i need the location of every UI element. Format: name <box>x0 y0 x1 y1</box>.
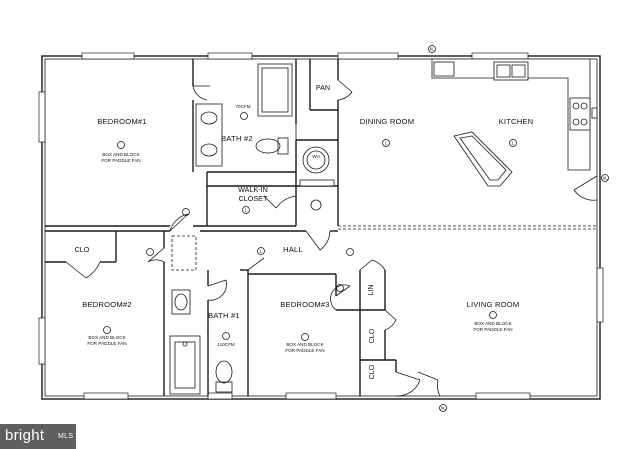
doors <box>65 79 598 397</box>
bath2-cfm-note: 70CFM <box>235 104 250 109</box>
dining-room-label: DINING ROOM <box>360 117 415 126</box>
exterior-light-south-icon <box>439 404 447 412</box>
light-symbols: L L L L <box>146 139 517 292</box>
living-fan-note-2: FOR PADDLE FAN <box>473 327 512 332</box>
dining-light-letter: L <box>385 141 388 146</box>
dining-light-icon <box>382 139 390 147</box>
watermark-suffix: MLS <box>58 433 74 440</box>
bath2-exhaust-fan-icon <box>240 112 248 120</box>
hall-light-letter: L <box>260 249 263 254</box>
walkin-light-icon <box>242 206 250 214</box>
bedroom2-fan-note-1: BOX AND BLOCK <box>88 335 126 340</box>
bedroom3-closet-label-b: CLO <box>367 364 376 379</box>
water-heater-label: WH <box>312 154 319 159</box>
walkin-label-1: WALK-IN <box>238 185 268 194</box>
bath1-exhaust-fan-icon <box>222 332 230 340</box>
hall-smoke-detector-2-icon <box>182 208 190 216</box>
brightmls-watermark: bright MLS <box>0 424 76 449</box>
walkin-light-letter: L <box>245 208 248 213</box>
bath1-label: BATH #1 <box>208 311 240 320</box>
kitchen-light-letter: L <box>512 141 515 146</box>
bedroom3-fan-note-2: FOR PADDLE FAN <box>285 348 324 353</box>
bath2-fixtures <box>195 63 293 167</box>
bedroom1-fan-note-1: BOX AND BLOCK <box>102 152 140 157</box>
bath2-label: BATH #2 <box>221 134 253 143</box>
bedroom2-fan-note-2: FOR PADDLE FAN <box>87 341 126 346</box>
exterior-light-east-icon <box>601 174 609 182</box>
bedroom2-smoke-detector-icon <box>146 248 154 256</box>
walkin-label-2: CLOSET <box>239 194 268 203</box>
bedroom1-fan-note-2: FOR PADDLE FAN <box>101 158 140 163</box>
living-fan-note-1: BOX AND BLOCK <box>474 321 512 326</box>
ceiling-fan-symbols <box>103 112 497 341</box>
kitchen-light-icon <box>509 139 517 147</box>
windows <box>38 52 604 400</box>
bedroom3-fan-note-1: BOX AND BLOCK <box>286 342 324 347</box>
room-labels: BEDROOM#1 BATH #2 PAN DINING ROOM KITCHE… <box>75 83 534 379</box>
utility-fixtures: WH <box>299 146 335 211</box>
pantry-label: PAN <box>316 83 330 92</box>
bedroom3-closet-label-a: CLO <box>367 328 376 343</box>
exterior-light-symbols: XL XL XL <box>428 45 609 412</box>
bedroom1-fan-icon <box>117 141 125 149</box>
living-fan-icon <box>489 311 497 319</box>
bedroom2-label: BEDROOM#2 <box>82 300 131 309</box>
exterior-light-south-letter: XL <box>440 406 446 411</box>
exterior-light-east-letter: XL <box>602 176 608 181</box>
hall-smoke-detector-icon <box>346 248 354 256</box>
kitchen-fixtures <box>431 58 598 187</box>
notes: BOX AND BLOCK FOR PADDLE FAN BOX AND BLO… <box>87 104 512 353</box>
bedroom3-smoke-detector-icon <box>336 284 344 292</box>
kitchen-label: KITCHEN <box>499 117 534 126</box>
bath1-cfm-note: 110CFM <box>217 342 234 347</box>
hall-label: HALL <box>283 245 303 254</box>
living-room-label: LIVING ROOM <box>467 300 520 309</box>
bedroom1-label: BEDROOM#1 <box>97 117 146 126</box>
hall-light-icon <box>257 247 265 255</box>
bedroom2-fan-icon <box>103 326 111 334</box>
bath1-fixtures <box>169 289 233 395</box>
exterior-light-north-letter: XL <box>429 47 435 52</box>
bedroom3-label: BEDROOM#3 <box>280 300 329 309</box>
watermark-brand: bright <box>5 427 45 444</box>
exterior-light-north-icon <box>428 45 436 53</box>
bedroom2-closet-label: CLO <box>75 245 90 254</box>
interior-walls <box>45 59 597 396</box>
linen-closet-label: LIN <box>366 284 375 295</box>
bedroom3-fan-icon <box>301 333 309 341</box>
